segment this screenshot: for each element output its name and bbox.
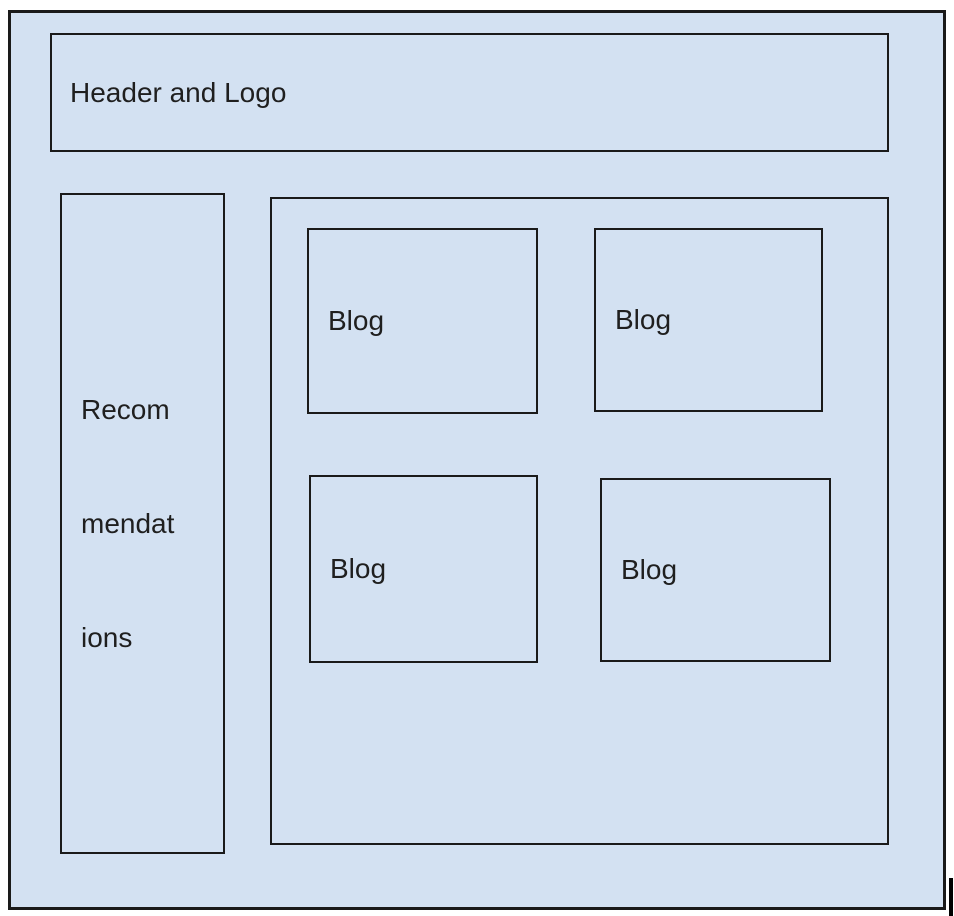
blog-label: Blog xyxy=(328,305,385,336)
blog-label: Blog xyxy=(621,554,678,585)
blog-label: Blog xyxy=(330,553,387,584)
recommendations-sidebar-box: Recom mendat ions xyxy=(60,193,225,854)
text-cursor-artifact xyxy=(949,878,953,916)
recommendations-label-line-3: ions xyxy=(81,621,133,653)
blog-label: Blog xyxy=(615,304,672,335)
recommendations-label: Recom mendat ions xyxy=(81,315,174,733)
page-container-box: Header and Logo Recom mendat ions Blog B… xyxy=(8,10,946,910)
recommendations-label-line-2: mendat xyxy=(81,507,175,539)
blog-box-top-right: Blog xyxy=(594,228,823,412)
blog-box-bottom-right: Blog xyxy=(600,478,831,662)
blog-box-top-left: Blog xyxy=(307,228,538,414)
header-box: Header and Logo xyxy=(50,33,889,152)
recommendations-label-line-1: Recom xyxy=(81,393,170,425)
blog-box-bottom-left: Blog xyxy=(309,475,538,663)
header-label: Header and Logo xyxy=(70,76,287,108)
